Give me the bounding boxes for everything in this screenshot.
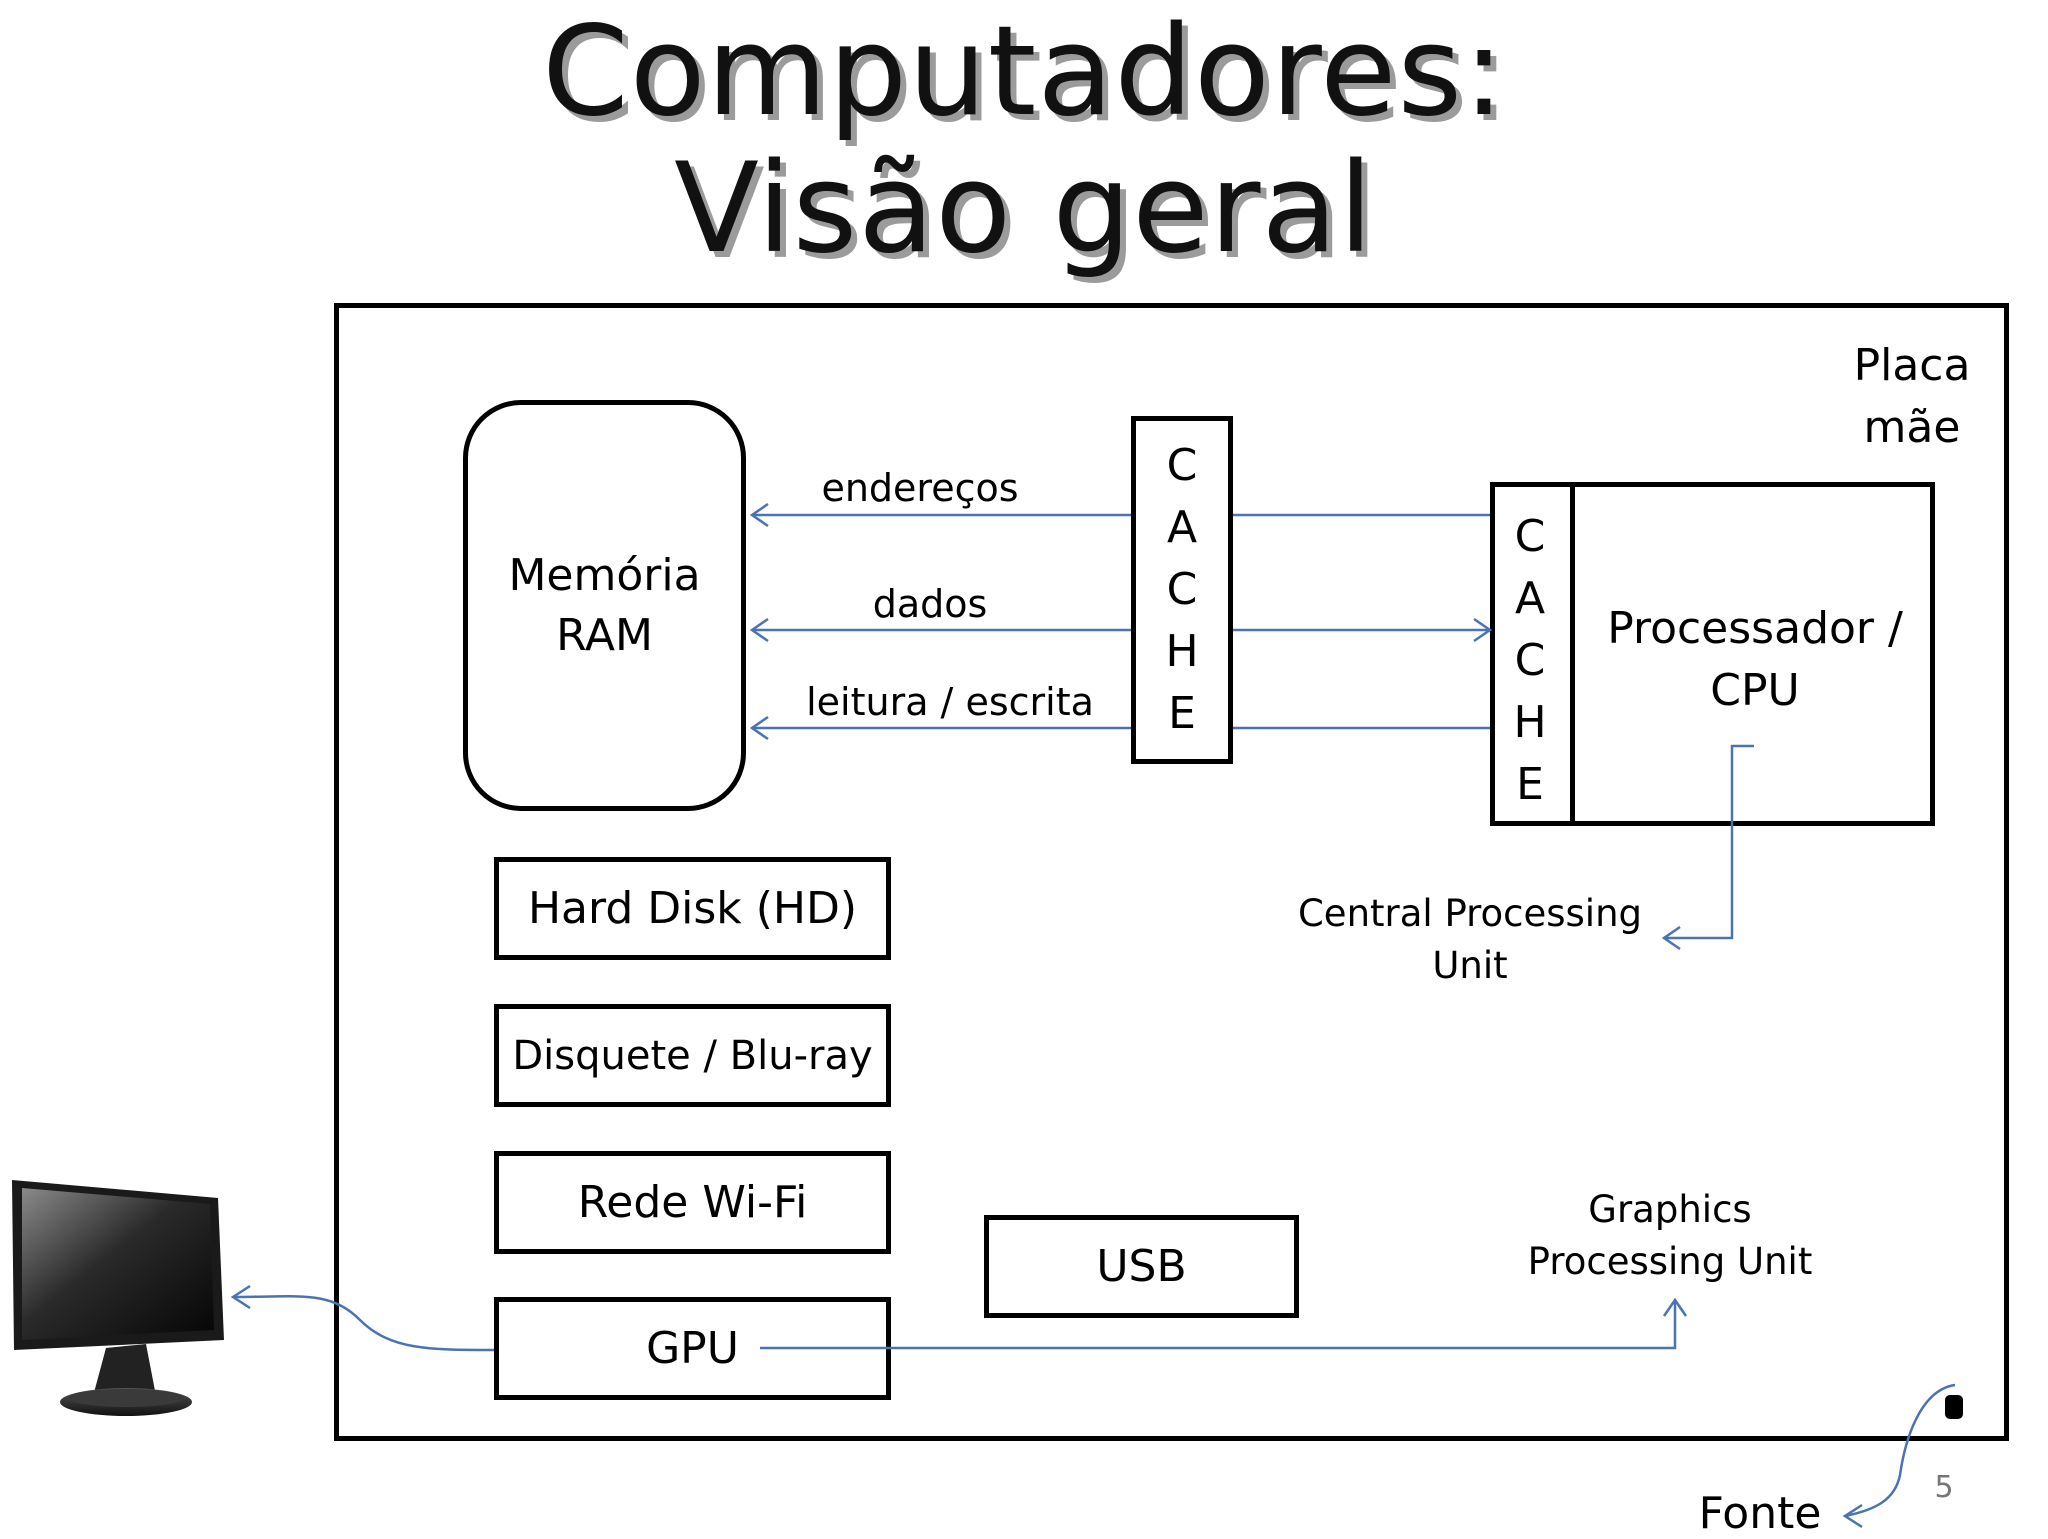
- title-line-2: Visão geral: [674, 137, 1374, 281]
- usb-box: USB: [984, 1215, 1299, 1318]
- cpu-note-arrowhead: [1661, 925, 1681, 951]
- gpu-monitor-arrowhead: [230, 1284, 251, 1310]
- cpu-cache-letter: C: [1514, 635, 1546, 686]
- cpu-note-line-1: Central Processing: [1297, 892, 1643, 935]
- monitor-icon: [12, 1180, 224, 1416]
- motherboard-label-line-1: Placa: [1853, 340, 1971, 391]
- floppy-bluray-box: Disquete / Blu-ray: [494, 1004, 891, 1107]
- cpu-note-line-2: Unit: [1432, 944, 1508, 987]
- bus-label-read-write: leitura / escrita: [806, 680, 1094, 724]
- cpu-note-connector: [1664, 744, 1754, 940]
- page-number: 5: [1934, 1470, 1954, 1505]
- ram-label-line-2: RAM: [556, 609, 653, 661]
- cache-letter: C: [1166, 440, 1198, 491]
- gpu-note-connector: [760, 1300, 1677, 1350]
- cpu-label: Processador / CPU: [1580, 598, 1930, 722]
- cache-box: C A C H E: [1131, 416, 1233, 764]
- gpu-note-arrowhead: [1662, 1297, 1688, 1317]
- ram-box: Memória RAM: [463, 400, 746, 811]
- bus-label-addresses: endereços: [821, 466, 1019, 510]
- power-supply-arrowhead: [1842, 1503, 1863, 1529]
- motherboard-frame: [334, 303, 2009, 1441]
- gpu-monitor-connector: [232, 1295, 495, 1352]
- cpu-cache-letter: A: [1514, 573, 1546, 624]
- gpu-note-line-2: Processing Unit: [1527, 1240, 1813, 1283]
- address-bus-arrowhead: [749, 502, 769, 528]
- data-bus-arrowhead: [749, 617, 769, 643]
- power-supply-connector: [1844, 1383, 1956, 1518]
- cache-letter: E: [1168, 688, 1196, 739]
- cpu-data-arrowhead: [1473, 617, 1493, 643]
- power-connector-dot: [1945, 1395, 1963, 1419]
- cache-letter: H: [1165, 626, 1199, 677]
- motherboard-label-line-2: mãe: [1863, 402, 1961, 453]
- cache-letter: A: [1166, 502, 1198, 553]
- gpu-note-line-1: Graphics: [1588, 1188, 1752, 1231]
- cpu-cache-letter: C: [1514, 511, 1546, 562]
- hard-disk-box: Hard Disk (HD): [494, 857, 891, 960]
- read-write-bus-arrowhead: [749, 715, 769, 741]
- wifi-box: Rede Wi-Fi: [494, 1151, 891, 1254]
- cache-letter: C: [1166, 564, 1198, 615]
- cpu-cache-letters: C A C H E: [1490, 506, 1570, 816]
- ram-label-line-1: Memória: [508, 549, 701, 601]
- cpu-cache-letter: E: [1516, 759, 1544, 810]
- title-line-1: Computadores:: [542, 0, 1506, 144]
- cpu-label-line-2: CPU: [1710, 665, 1800, 716]
- cpu-box: [1490, 482, 1935, 826]
- cpu-label-line-1: Processador /: [1607, 603, 1903, 654]
- bus-label-data: dados: [872, 582, 988, 626]
- cpu-cache-letter: H: [1513, 697, 1547, 748]
- cpu-cache-divider: [1490, 482, 1575, 826]
- power-supply-label: Fonte: [1698, 1488, 1822, 1539]
